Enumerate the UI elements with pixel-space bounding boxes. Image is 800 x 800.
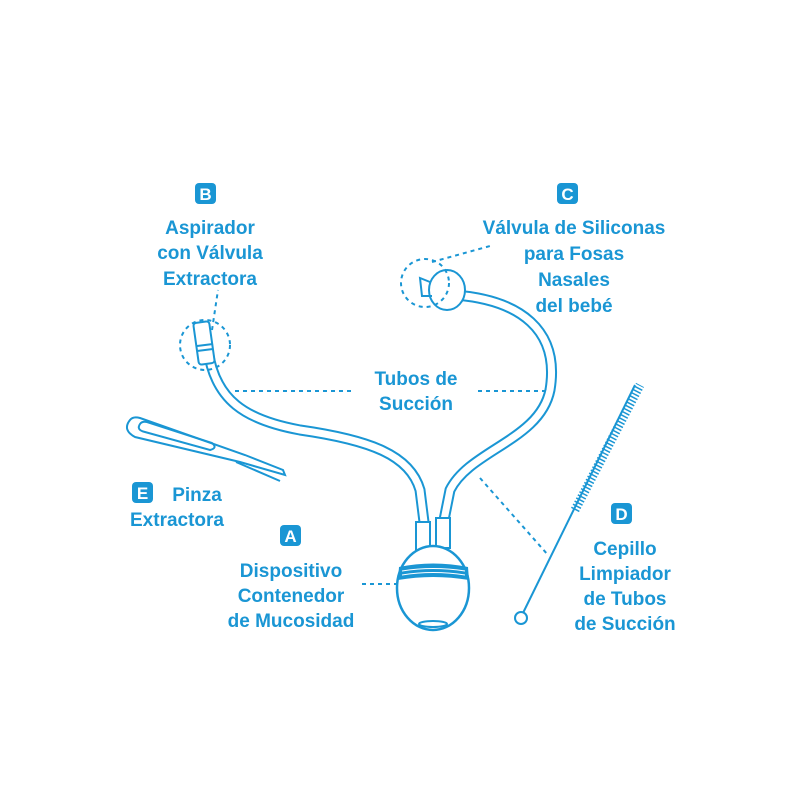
tweezers (125, 416, 287, 482)
svg-text:del bebé: del bebé (535, 296, 612, 317)
svg-text:B: B (199, 185, 211, 204)
svg-text:Limpiador: Limpiador (579, 564, 671, 585)
svg-text:de Mucosidad: de Mucosidad (228, 611, 355, 632)
label-c: Válvula de Siliconas para Fosas Nasales … (483, 218, 666, 317)
label-e: Pinza Extractora (130, 485, 224, 531)
badge-e: E (132, 482, 153, 503)
svg-text:D: D (615, 505, 627, 524)
svg-text:E: E (137, 484, 148, 503)
label-b: Aspirador con Válvula Extractora (157, 218, 263, 290)
svg-text:Pinza: Pinza (172, 485, 222, 506)
svg-text:Contenedor: Contenedor (238, 586, 345, 607)
svg-text:Extractora: Extractora (163, 269, 257, 290)
svg-text:para Fosas: para Fosas (524, 244, 624, 265)
svg-text:Dispositivo: Dispositivo (240, 561, 342, 582)
svg-text:de Tubos: de Tubos (583, 589, 666, 610)
svg-text:Nasales: Nasales (538, 270, 610, 291)
badge-b: B (195, 183, 216, 204)
svg-text:con Válvula: con Válvula (157, 243, 263, 264)
badge-d: D (611, 503, 632, 524)
badge-a: A (280, 525, 301, 546)
silicone-valve (400, 258, 466, 311)
svg-text:Válvula de Siliconas: Válvula de Siliconas (483, 218, 666, 239)
cleaning-brush (514, 382, 644, 625)
suction-tubes (202, 289, 557, 536)
svg-text:A: A (284, 527, 296, 546)
leader-lines (211, 245, 549, 585)
svg-text:Extractora: Extractora (130, 510, 224, 531)
mucus-container (395, 517, 471, 632)
label-d: Cepillo Limpiador de Tubos de Succión (574, 539, 675, 635)
svg-text:Cepillo: Cepillo (593, 539, 656, 560)
aspirator-valve (179, 319, 231, 371)
svg-text:C: C (561, 185, 573, 204)
label-tubes: Tubos de Succión (374, 369, 457, 415)
label-a: Dispositivo Contenedor de Mucosidad (228, 561, 355, 632)
svg-text:Tubos de: Tubos de (374, 369, 457, 390)
svg-text:Aspirador: Aspirador (165, 218, 255, 239)
badge-c: C (557, 183, 578, 204)
svg-text:de Succión: de Succión (574, 614, 675, 635)
svg-text:Succión: Succión (379, 394, 453, 415)
